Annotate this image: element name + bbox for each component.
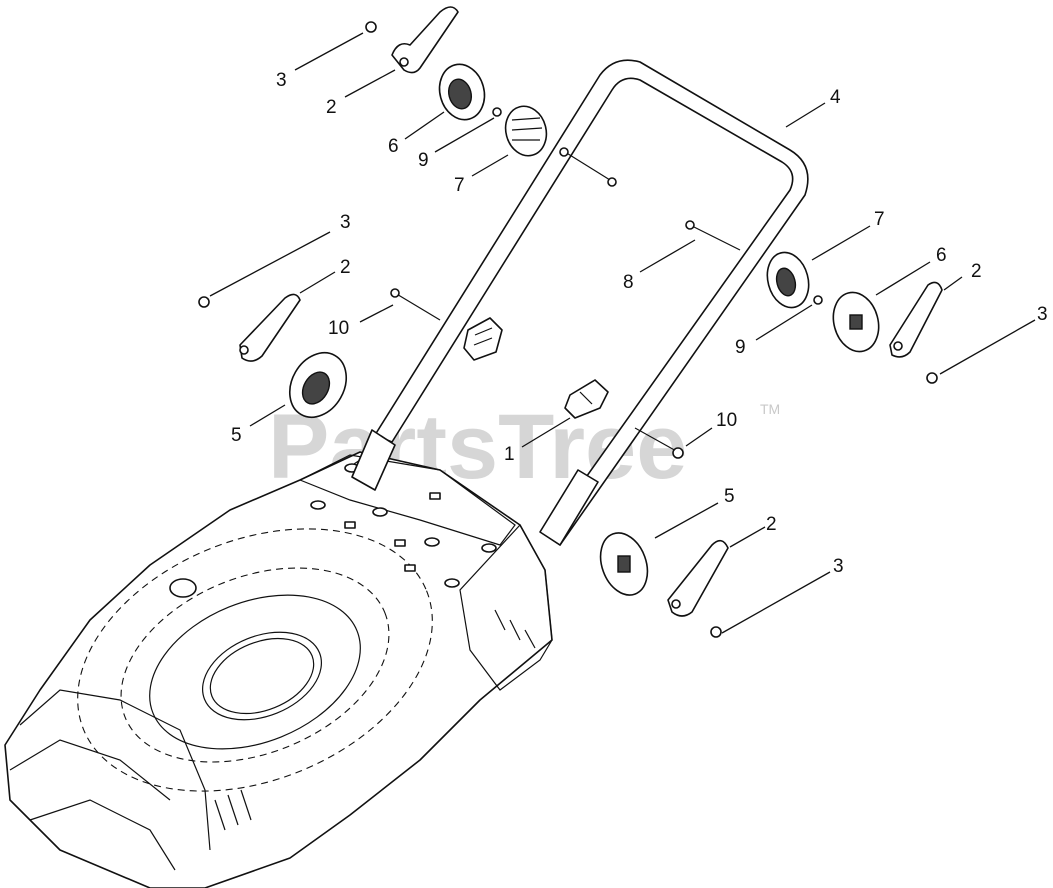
bolt-8 bbox=[685, 220, 741, 251]
callout-5: 5 bbox=[231, 425, 242, 446]
callout-9: 9 bbox=[735, 337, 746, 358]
callout-3: 3 bbox=[833, 556, 844, 577]
callout-6: 6 bbox=[388, 136, 399, 157]
knob-assembly-upper bbox=[365, 6, 548, 157]
handle bbox=[351, 59, 809, 546]
callout-2: 2 bbox=[766, 514, 777, 535]
bolt-10-right bbox=[634, 427, 684, 459]
bracket-1 bbox=[564, 379, 609, 419]
watermark-trademark: TM bbox=[760, 401, 780, 417]
knob-mid-left bbox=[463, 317, 503, 361]
callout-4: 4 bbox=[830, 87, 841, 108]
bolt-10-left bbox=[390, 288, 441, 321]
callout-6: 6 bbox=[936, 245, 947, 266]
callout-5: 5 bbox=[724, 486, 735, 507]
leader-lines bbox=[209, 32, 1036, 634]
callout-2: 2 bbox=[340, 257, 351, 278]
callout-3: 3 bbox=[340, 212, 351, 233]
callout-10: 10 bbox=[716, 410, 737, 431]
callout-8: 8 bbox=[623, 272, 634, 293]
knob-assembly-left bbox=[198, 293, 348, 418]
callout-9: 9 bbox=[418, 150, 429, 171]
upper-bolt bbox=[559, 147, 617, 187]
callout-7: 7 bbox=[454, 175, 465, 196]
callout-2: 2 bbox=[971, 261, 982, 282]
callout-3: 3 bbox=[1037, 304, 1048, 325]
knob-assembly-right bbox=[766, 251, 943, 384]
knob-assembly-lower-right bbox=[599, 532, 729, 638]
callout-7: 7 bbox=[874, 209, 885, 230]
callout-2: 2 bbox=[326, 97, 337, 118]
callout-10: 10 bbox=[328, 318, 349, 339]
mower-deck bbox=[4, 451, 553, 888]
callout-3: 3 bbox=[276, 70, 287, 91]
callout-1: 1 bbox=[504, 444, 515, 465]
